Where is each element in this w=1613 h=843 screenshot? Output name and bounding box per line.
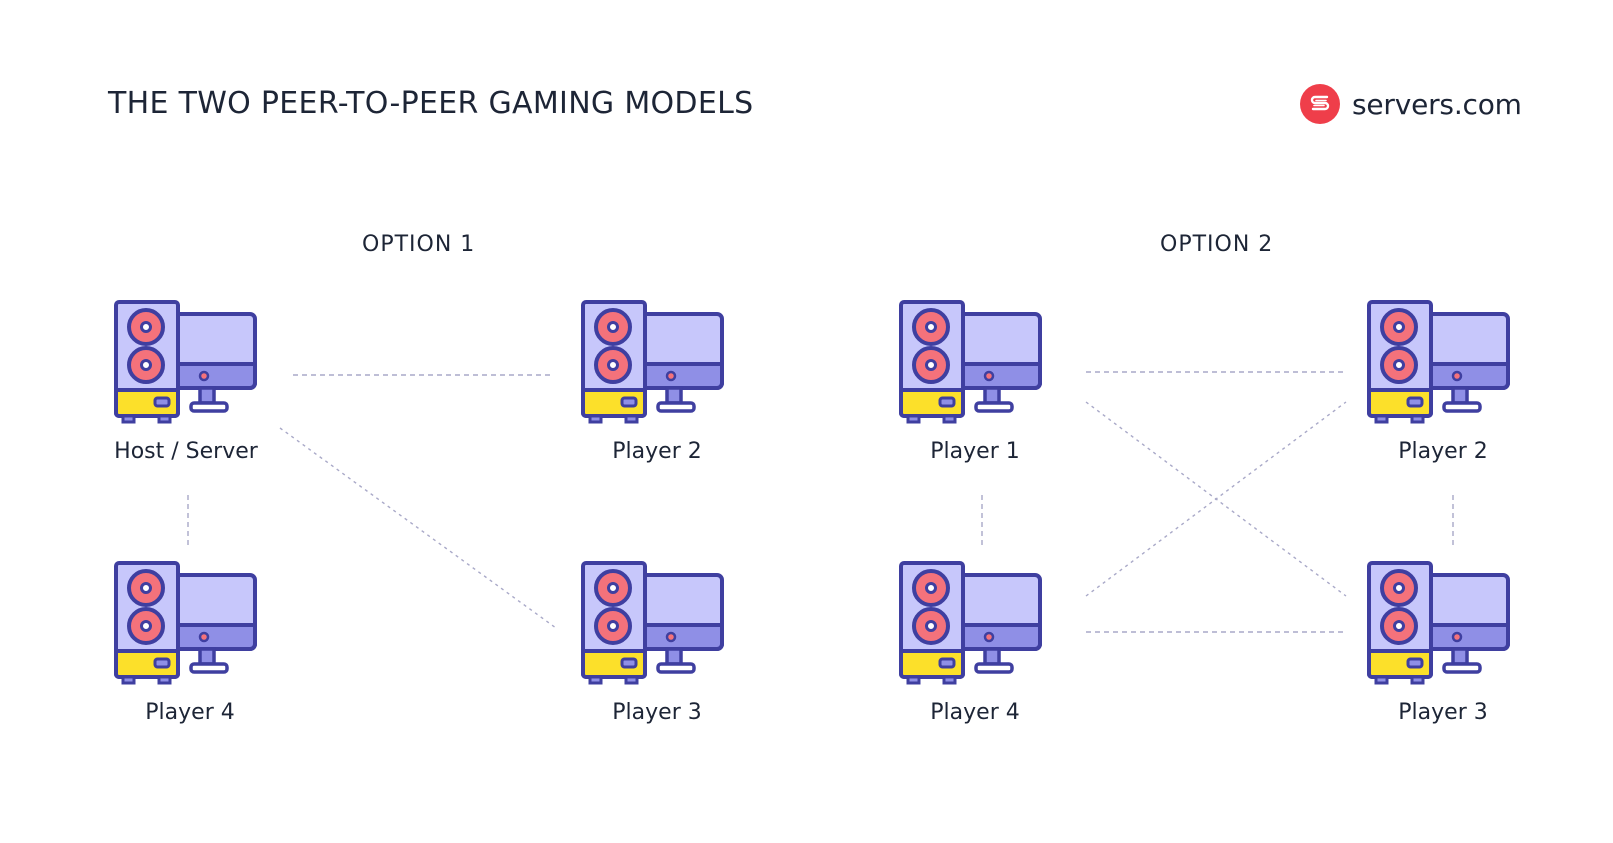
node-label: Player 2 (612, 439, 702, 464)
desktop-computer-icon (1367, 561, 1510, 685)
node-label: Player 2 (1398, 439, 1488, 464)
desktop-computer-icon (581, 561, 724, 685)
page-title: THE TWO PEER-TO-PEER GAMING MODELS (108, 86, 754, 121)
desktop-computer-icon (581, 300, 724, 424)
icon-slot (898, 300, 1078, 424)
node-label: Host / Server (114, 439, 258, 464)
desktop-computer-icon (1367, 300, 1510, 424)
node-option1-player-3: Player 3 (580, 561, 760, 725)
brand-logo: servers.com (1300, 84, 1522, 124)
icon-slot (580, 561, 760, 685)
desktop-computer-icon (114, 561, 257, 685)
node-option1-player-2: Player 2 (580, 300, 760, 464)
node-host-server: Host / Server (113, 300, 293, 464)
icon-slot (580, 300, 760, 424)
node-label: Player 3 (612, 700, 702, 725)
icon-slot (113, 300, 293, 424)
node-option2-player-2: Player 2 (1366, 300, 1546, 464)
icon-slot (1366, 300, 1546, 424)
logo-text: servers.com (1352, 87, 1522, 121)
servers-s-logo-icon (1300, 84, 1340, 124)
node-label: Player 4 (930, 700, 1020, 725)
node-option2-player-1: Player 1 (898, 300, 1078, 464)
icon-slot (1366, 561, 1546, 685)
desktop-computer-icon (899, 561, 1042, 685)
option-2-heading: OPTION 2 (1160, 232, 1274, 257)
desktop-computer-icon (899, 300, 1042, 424)
node-option2-player-4: Player 4 (898, 561, 1078, 725)
node-option1-player-4: Player 4 (113, 561, 293, 725)
option-1-heading: OPTION 1 (362, 232, 476, 257)
node-label: Player 3 (1398, 700, 1488, 725)
desktop-computer-icon (114, 300, 257, 424)
node-label: Player 1 (930, 439, 1020, 464)
link-host-player3 (279, 427, 557, 629)
link-player4-player2 (1085, 401, 1347, 597)
node-option2-player-3: Player 3 (1366, 561, 1546, 725)
node-label: Player 4 (145, 700, 235, 725)
icon-slot (113, 561, 293, 685)
icon-slot (898, 561, 1078, 685)
